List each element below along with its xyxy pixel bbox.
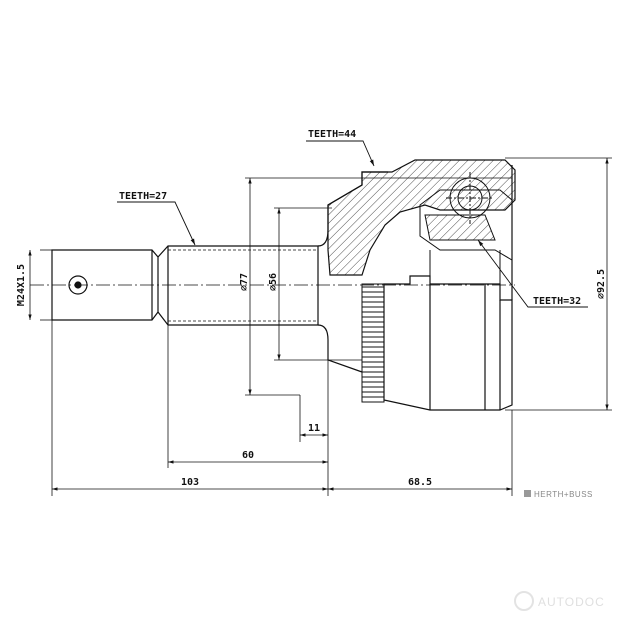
- len-68-5-label: 68.5: [408, 477, 432, 488]
- teeth-44-label: TEETH=44: [308, 129, 356, 140]
- teeth-27-label: TEETH=27: [119, 191, 167, 202]
- dia-92-5-label: ⌀92.5: [596, 269, 607, 299]
- dia-77-label: ⌀77: [239, 273, 250, 291]
- flange-section: [327, 159, 516, 276]
- teeth-32-label: TEETH=32: [533, 296, 581, 307]
- splined-shaft: [157, 245, 319, 326]
- len-11-label: 11: [308, 423, 320, 434]
- brand-logo: HERTH+BUSS: [524, 490, 593, 499]
- thread-dim-label: M24X1.5: [16, 264, 27, 306]
- dia-56-label: ⌀56: [268, 273, 279, 291]
- abs-ring: [361, 283, 385, 403]
- watermark-text: AUTODOC: [538, 595, 605, 609]
- len-103-label: 103: [181, 477, 199, 488]
- cotter-pin-hole: [68, 275, 88, 295]
- leader-lines: [117, 140, 588, 308]
- watermark: AUTODOC: [514, 591, 605, 611]
- dimension-lines: [28, 157, 612, 496]
- len-60-label: 60: [242, 450, 254, 461]
- brand-logo-text: HERTH+BUSS: [534, 490, 593, 499]
